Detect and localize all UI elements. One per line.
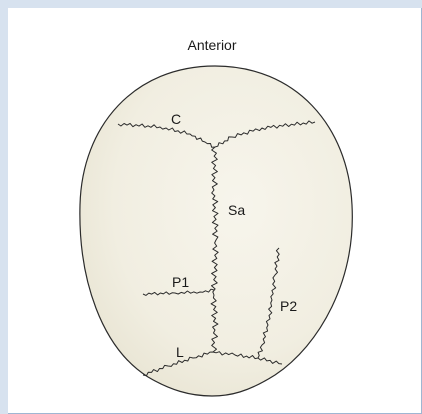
- label-p1: P1: [172, 274, 189, 290]
- label-c: C: [171, 111, 181, 127]
- anterior-label: Anterior: [187, 37, 236, 53]
- label-sa: Sa: [228, 202, 245, 218]
- label-l: L: [176, 344, 184, 360]
- skull-outline: [80, 66, 352, 396]
- label-p2: P2: [280, 298, 297, 314]
